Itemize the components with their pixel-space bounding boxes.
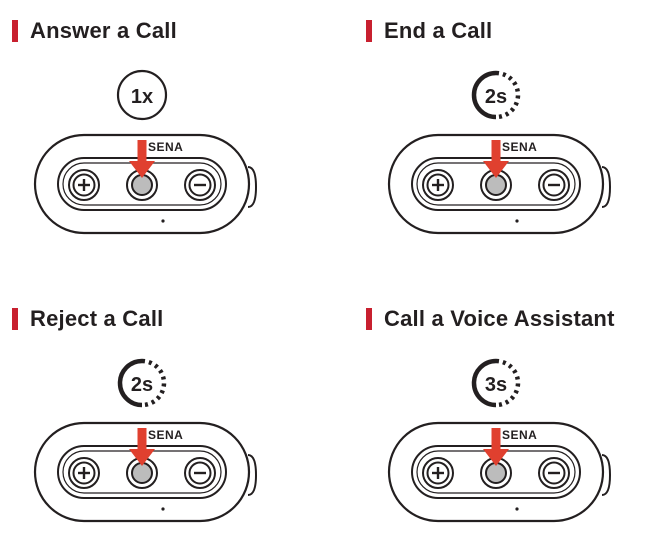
device-side-knob — [247, 166, 258, 208]
section-heading: Reject a Call — [12, 306, 163, 332]
section-title: End a Call — [384, 18, 493, 43]
section-title: Answer a Call — [30, 18, 177, 43]
instruction-panel-3: Reject a Call 2s SENA — [0, 288, 328, 558]
press-indicator-label: 3s — [485, 374, 507, 396]
press-count-circle-icon — [116, 69, 168, 121]
heading-accent-bar — [12, 20, 18, 42]
headset-device: SENA — [387, 421, 612, 523]
press-arrow-icon — [483, 428, 509, 466]
press-indicator-label: 2s — [485, 86, 507, 108]
headset-device: SENA — [33, 421, 258, 523]
section-heading: Call a Voice Assistant — [366, 306, 615, 332]
section-title: Reject a Call — [30, 306, 164, 331]
heading-accent-bar — [366, 308, 372, 330]
press-indicator: 1x — [116, 69, 168, 121]
brand-logo: SENA — [148, 140, 183, 154]
brand-logo: SENA — [502, 428, 537, 442]
instruction-panel-1: Answer a Call 1x SENA — [0, 0, 328, 270]
minus-button-icon — [184, 457, 216, 489]
device-illustration: 3s SENA — [387, 358, 612, 523]
device-side-knob — [247, 454, 258, 496]
timer-icon — [471, 70, 521, 120]
center-button-icon — [126, 457, 158, 489]
timer-icon — [471, 358, 521, 408]
microphone-hole — [161, 219, 165, 223]
minus-button-icon — [184, 169, 216, 201]
device-illustration: 1x SENA — [33, 69, 258, 235]
press-indicator-label: 1x — [131, 86, 153, 108]
press-indicator: 2s — [117, 358, 167, 408]
device-illustration: 2s SENA — [33, 358, 258, 523]
microphone-hole — [515, 507, 519, 511]
brand-logo: SENA — [148, 428, 183, 442]
microphone-hole — [161, 507, 165, 511]
plus-button-icon — [68, 169, 100, 201]
center-button-icon — [126, 169, 158, 201]
plus-button-icon — [68, 457, 100, 489]
headset-device: SENA — [387, 133, 612, 235]
microphone-hole — [515, 219, 519, 223]
device-side-knob — [601, 454, 612, 496]
section-heading: Answer a Call — [12, 18, 177, 44]
plus-button-icon — [422, 169, 454, 201]
timer-icon — [117, 358, 167, 408]
headset-device: SENA — [33, 133, 258, 235]
press-arrow-icon — [129, 140, 155, 178]
press-indicator: 3s — [471, 358, 521, 408]
section-heading: End a Call — [366, 18, 492, 44]
device-illustration: 2s SENA — [387, 70, 612, 235]
press-indicator-label: 2s — [131, 374, 153, 396]
heading-accent-bar — [366, 20, 372, 42]
heading-accent-bar — [12, 308, 18, 330]
instruction-panel-4: Call a Voice Assistant 3s SENA — [354, 288, 656, 558]
plus-button-icon — [422, 457, 454, 489]
press-arrow-icon — [483, 140, 509, 178]
minus-button-icon — [538, 169, 570, 201]
instruction-panel-2: End a Call 2s SENA — [354, 0, 656, 270]
press-indicator: 2s — [471, 70, 521, 120]
center-button-icon — [480, 169, 512, 201]
minus-button-icon — [538, 457, 570, 489]
press-arrow-icon — [129, 428, 155, 466]
brand-logo: SENA — [502, 140, 537, 154]
device-side-knob — [601, 166, 612, 208]
section-title: Call a Voice Assistant — [384, 306, 615, 331]
